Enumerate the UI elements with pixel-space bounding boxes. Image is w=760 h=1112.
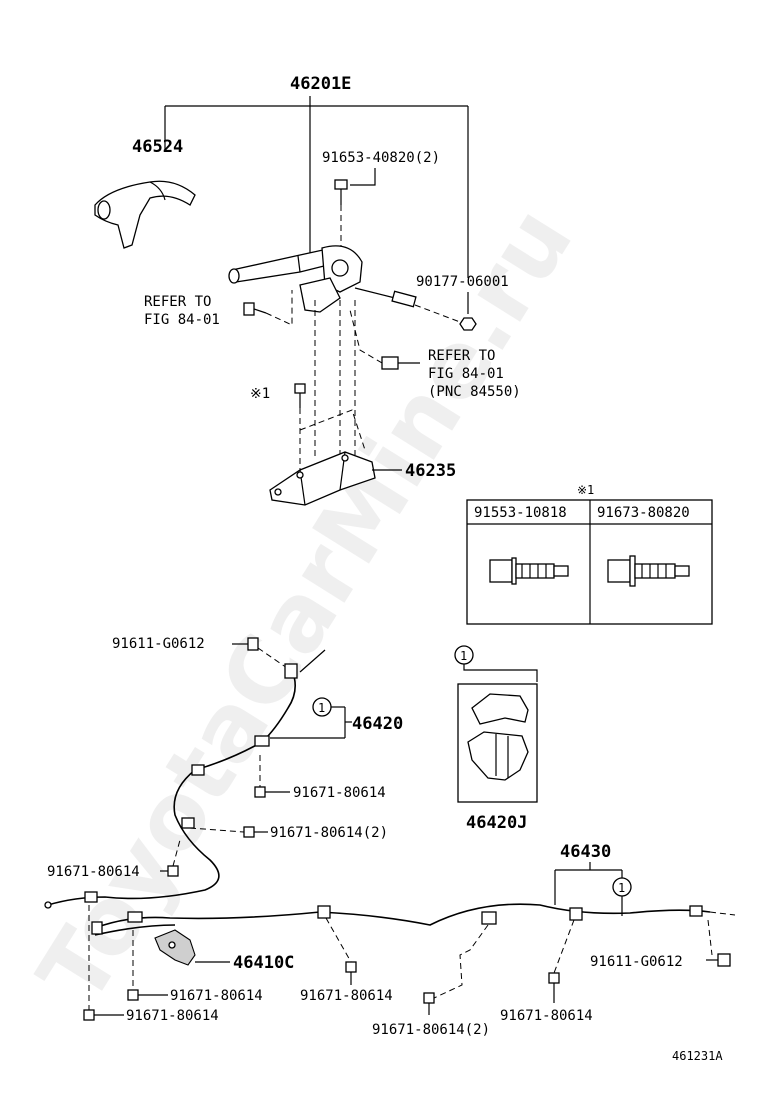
- lever-cover-part[interactable]: [94, 180, 196, 249]
- clamp-46420j[interactable]: [467, 693, 529, 781]
- label-91611-g0612-rear[interactable]: 91611-G0612: [590, 954, 683, 970]
- leader-91653: [350, 168, 376, 186]
- label-46201e[interactable]: 46201E: [290, 74, 351, 94]
- label-46235[interactable]: 46235: [405, 461, 456, 481]
- brake-lever-body[interactable]: [228, 245, 417, 313]
- label-91671-c[interactable]: 91671-80614: [47, 864, 140, 880]
- bolt-91671-c[interactable]: [167, 839, 181, 877]
- bolt-refer-left[interactable]: [243, 302, 267, 316]
- label-refer-right-3[interactable]: (PNC 84550): [428, 384, 521, 400]
- label-46420[interactable]: 46420: [352, 714, 403, 734]
- bolt-91673-80820[interactable]: [607, 555, 690, 587]
- dash-91611-rear: [707, 919, 713, 956]
- leader-46420: [270, 706, 352, 739]
- label-46410c[interactable]: 46410C: [233, 953, 294, 973]
- bolt-91671-g[interactable]: [423, 924, 489, 1004]
- label-91671-e[interactable]: 91671-80614: [126, 1008, 219, 1024]
- bolt-91611-front[interactable]: [247, 637, 259, 651]
- label-91671-a[interactable]: 91671-80614: [293, 785, 386, 801]
- circle-ref-front-text: 1: [318, 701, 325, 715]
- circle-ref-rear-text: 1: [618, 881, 625, 895]
- table-mark: ※1: [577, 483, 594, 497]
- label-46524[interactable]: 46524: [132, 137, 183, 157]
- cable-46430[interactable]: [91, 903, 736, 936]
- leader-46201e: [164, 96, 469, 278]
- label-91671-g[interactable]: 91671-80614(2): [372, 1022, 490, 1038]
- dash-nut: [414, 304, 461, 323]
- label-refer-left-2[interactable]: FIG 84-01: [144, 312, 220, 328]
- label-46430[interactable]: 46430: [560, 842, 611, 862]
- label-91671-b[interactable]: 91671-80614(2): [270, 825, 388, 841]
- label-91611-g0612-front[interactable]: 91611-G0612: [112, 636, 205, 652]
- bracket-46235[interactable]: [269, 451, 376, 506]
- label-46420j[interactable]: 46420J: [466, 813, 527, 833]
- dash-guides-bracket: [299, 300, 366, 470]
- label-refer-left-1[interactable]: REFER TO: [144, 294, 211, 310]
- label-90177-06001[interactable]: 90177-06001: [416, 274, 509, 290]
- bracket-46410c[interactable]: [154, 929, 196, 966]
- cable-46420[interactable]: [44, 649, 326, 909]
- label-91671-f[interactable]: 91671-80614: [300, 988, 393, 1004]
- label-refer-right-2[interactable]: FIG 84-01: [428, 366, 504, 382]
- bolt-91611-rear[interactable]: [717, 953, 731, 967]
- label-91671-d[interactable]: 91671-80614: [170, 988, 263, 1004]
- circle-ref-inset-text: 1: [460, 649, 467, 663]
- bolt-note[interactable]: [294, 383, 306, 408]
- dash-refer-right: [349, 309, 383, 364]
- dash-refer-left: [265, 290, 293, 326]
- bolt-91653[interactable]: [334, 179, 348, 205]
- table-header-1: 91673-80820: [597, 505, 690, 521]
- table-header-0: 91553-10818: [474, 505, 567, 521]
- label-91653-40820[interactable]: 91653-40820(2): [322, 150, 440, 166]
- nut-90177[interactable]: [459, 317, 477, 331]
- leader-46430: [554, 862, 623, 905]
- label-91671-h[interactable]: 91671-80614: [500, 1008, 593, 1024]
- figure-code: 461231A: [672, 1049, 723, 1063]
- label-refer-right-1[interactable]: REFER TO: [428, 348, 495, 364]
- inset-bracket-line: [463, 664, 538, 682]
- bolt-91671-f[interactable]: [325, 917, 357, 973]
- bolt-91671-h[interactable]: [548, 919, 575, 984]
- label-note-mark: ※1: [250, 386, 270, 402]
- bolt-91553-10818[interactable]: [489, 557, 569, 585]
